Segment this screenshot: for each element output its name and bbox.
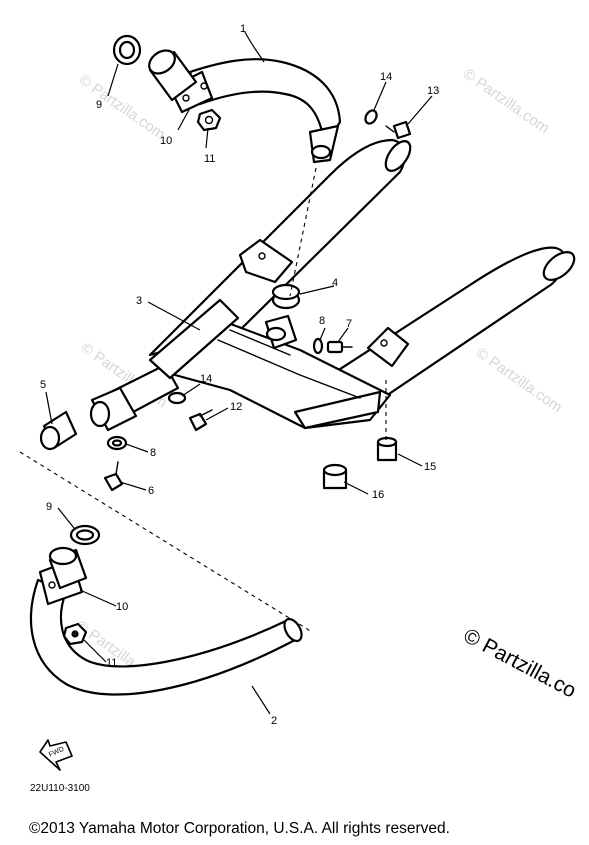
gasket-upper — [112, 34, 142, 66]
callout-14-lower: 14 — [200, 373, 212, 385]
assembly-lines — [19, 167, 387, 633]
grommet-4 — [271, 283, 301, 310]
callout-6: 6 — [148, 485, 154, 497]
callout-2: 2 — [271, 715, 277, 727]
callout-5: 5 — [40, 379, 46, 391]
callout-11-upper: 11 — [204, 153, 215, 165]
flange-nut-upper — [196, 108, 222, 132]
leader-lines — [45, 31, 433, 715]
header-pipe-inlet-upper — [148, 49, 198, 102]
callout-7: 7 — [346, 318, 352, 330]
header-pipe-inlet-lower — [48, 546, 88, 590]
header-pipe-1 — [188, 58, 342, 164]
callout-8-lower: 8 — [150, 447, 156, 459]
bolt-7 — [326, 340, 353, 354]
callout-1: 1 — [240, 23, 246, 35]
gasket-lower — [69, 524, 101, 546]
damper-16 — [322, 463, 348, 490]
watermark: © Partzilla.com — [460, 65, 553, 137]
header-pipe-2 — [29, 578, 303, 696]
washer-14-upper — [364, 109, 378, 125]
watermark: © Partzilla.com — [473, 344, 566, 416]
callout-16: 16 — [372, 489, 384, 501]
muffler-clamp — [264, 314, 298, 350]
callout-3: 3 — [136, 295, 142, 307]
collar-5 — [39, 410, 78, 451]
callout-9-upper: 9 — [96, 99, 102, 111]
bolt-6 — [103, 461, 124, 492]
washer-8-lower — [106, 435, 128, 451]
bolt-12 — [188, 409, 213, 432]
bolt-13 — [385, 120, 412, 140]
callout-4: 4 — [332, 277, 338, 289]
callout-8-upper: 8 — [319, 315, 325, 327]
callout-9-lower: 9 — [46, 501, 52, 513]
washer-8-upper — [312, 337, 324, 355]
callout-12: 12 — [230, 401, 242, 413]
watermark: © Partzilla.com — [76, 71, 169, 143]
callout-11-lower: 11 — [106, 657, 117, 669]
muffler-assembly-3 — [89, 138, 576, 432]
diagram-code: 22U110-3100 — [30, 783, 90, 794]
callout-13: 13 — [427, 85, 439, 97]
callout-10-lower: 10 — [116, 601, 128, 613]
callout-14-upper: 14 — [380, 71, 392, 83]
watermark-large: © Partzilla.co — [460, 624, 580, 703]
copyright-notice: ©2013 Yamaha Motor Corporation, U.S.A. A… — [29, 820, 450, 837]
damper-15 — [376, 436, 398, 462]
flange-nut-lower — [62, 622, 88, 646]
forward-arrow-icon: FWD — [39, 739, 73, 771]
callout-10-upper: 10 — [160, 135, 172, 147]
washer-14-lower — [167, 391, 187, 405]
callout-15: 15 — [424, 461, 436, 473]
callout-labels: 1 2 3 4 5 6 7 8 8 9 9 10 10 11 11 12 13 … — [40, 23, 439, 727]
